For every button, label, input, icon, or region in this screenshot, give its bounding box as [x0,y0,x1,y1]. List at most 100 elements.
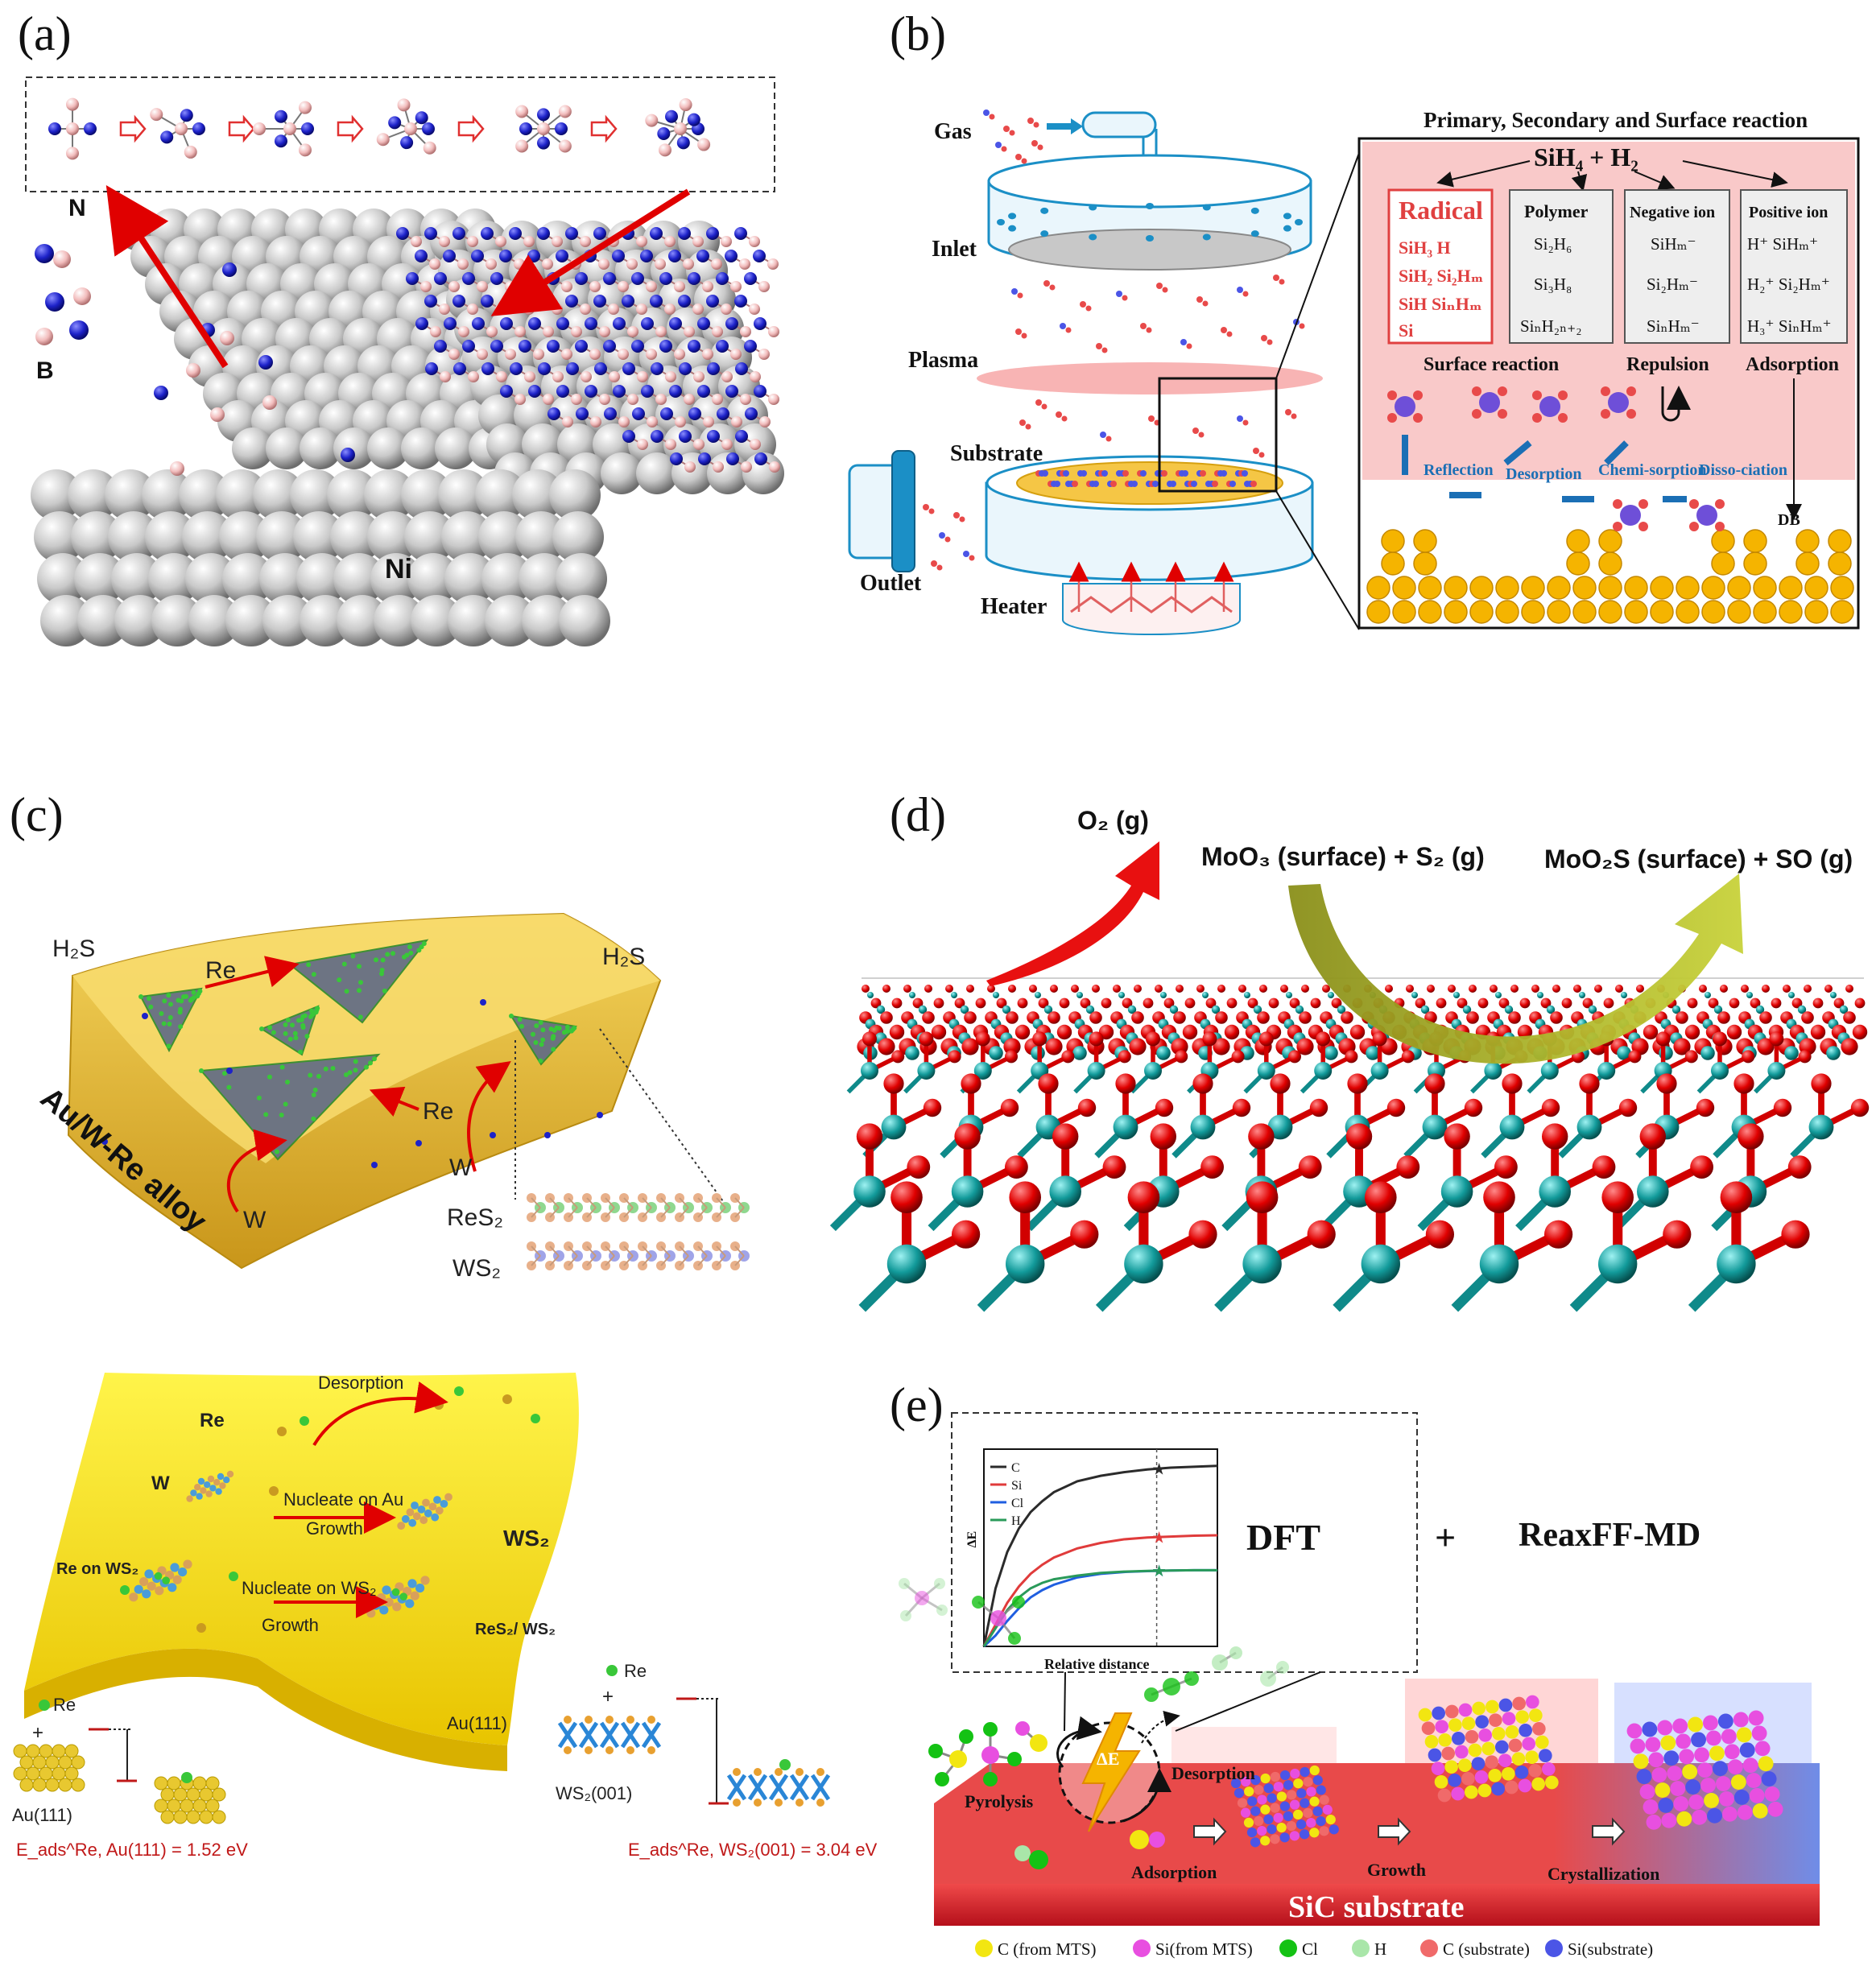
atom [1029,1850,1048,1869]
cube-atom [1642,1721,1658,1737]
o-atom [870,997,882,1009]
atom [192,122,205,135]
adatom [229,1572,238,1581]
s-atom [530,1031,535,1037]
nucleate-ws2: Nucleate on WS₂ [242,1578,377,1598]
cube-atom [1300,1766,1310,1778]
o-atom [1118,1050,1131,1064]
mo-atom [1546,1005,1556,1014]
atom-n [510,362,523,375]
atom-b [702,281,713,292]
s-atom [168,1002,173,1007]
atom [1144,1687,1159,1702]
mo-atom [1076,992,1083,998]
ni-atom [34,511,85,563]
atom-n-legend [53,250,71,268]
cube-atom [1691,1732,1707,1748]
o-atom [1781,1220,1810,1249]
s-atom [308,1072,313,1078]
atom-b [589,281,601,292]
s-atom [316,1073,321,1079]
h-atom [1613,522,1622,531]
atom-n [556,317,569,330]
cluster-atom [129,1592,138,1602]
bond [660,1207,671,1218]
cube-atom [1260,1804,1271,1815]
atom [1149,1832,1165,1848]
atom-n [500,317,513,330]
au-atom [32,1755,47,1770]
s-atom [626,1716,634,1724]
substrate-text: SiC substrate [1288,1890,1465,1924]
cube-atom [1465,1730,1479,1744]
cube-atom [1276,1823,1287,1833]
si-atom [1392,576,1416,600]
atom-n [725,317,738,330]
s-atom [283,1101,288,1107]
mo-atom [973,1062,992,1080]
atom [674,122,687,135]
au-atom [199,1787,213,1802]
o-atom [1143,997,1154,1009]
mo-atom [1156,1046,1171,1060]
cube-atom [1461,1772,1475,1786]
cube-atom [1512,1696,1526,1711]
o-atom [1696,1098,1715,1117]
gas-molecule [1196,296,1203,303]
o-atom [891,997,903,1009]
o-atom [1854,997,1866,1009]
au-atom [192,1776,207,1790]
mo-atom [1361,1244,1401,1284]
ni-atom [401,469,452,521]
o-atom [1787,1155,1812,1179]
atom-n [717,407,729,420]
bond [734,1255,745,1266]
cube-atom [1432,1706,1445,1720]
h-atom [1715,499,1725,509]
cube-atom [1751,1725,1767,1741]
o-atom [987,985,995,993]
cube-atom [1719,1791,1734,1807]
bond [734,1197,745,1208]
o-atom [1188,1220,1217,1249]
ws2-bond [578,1721,599,1749]
panel-a: (a) N B Ni [18,7,784,646]
hbn-lattice [396,227,780,473]
s-atom [308,1013,314,1018]
atom-b [552,236,563,247]
s-atom [341,961,347,967]
s-atom [357,988,362,993]
o-atom [1436,997,1447,1009]
h-atom [1626,409,1636,419]
cube-atom [1733,1790,1750,1805]
w-atom [544,1132,551,1138]
atom-b [721,439,733,450]
cube-atom [1498,1698,1513,1712]
s-atom [304,1034,310,1039]
atom-n [670,452,683,465]
o-atom [1741,985,1749,993]
h-atom [1532,390,1542,400]
atom-n-legend [69,320,89,340]
ni-atom [601,452,643,494]
si-atom [1711,529,1735,553]
cube-atom [1713,1761,1728,1777]
cluster-atom [410,1591,419,1600]
o-atom [1552,985,1560,993]
mo-atom [867,992,874,998]
o-atom [1006,1011,1019,1024]
panel-a-inset-box [25,76,775,192]
si-atom [1598,600,1622,624]
o-atom [1502,1073,1523,1094]
mo-atom [1767,1062,1786,1080]
ni-atom [364,469,415,521]
cube-atom [1727,1759,1743,1775]
adatom [222,262,237,277]
si-atom [1418,576,1442,600]
o-atom [1519,997,1531,1009]
s-atom [306,962,312,968]
atom-n [443,250,456,262]
mo-atom [1637,1175,1669,1208]
s-atom [372,1056,377,1062]
negative-item: SiₙHₘ⁻ [1647,316,1700,336]
